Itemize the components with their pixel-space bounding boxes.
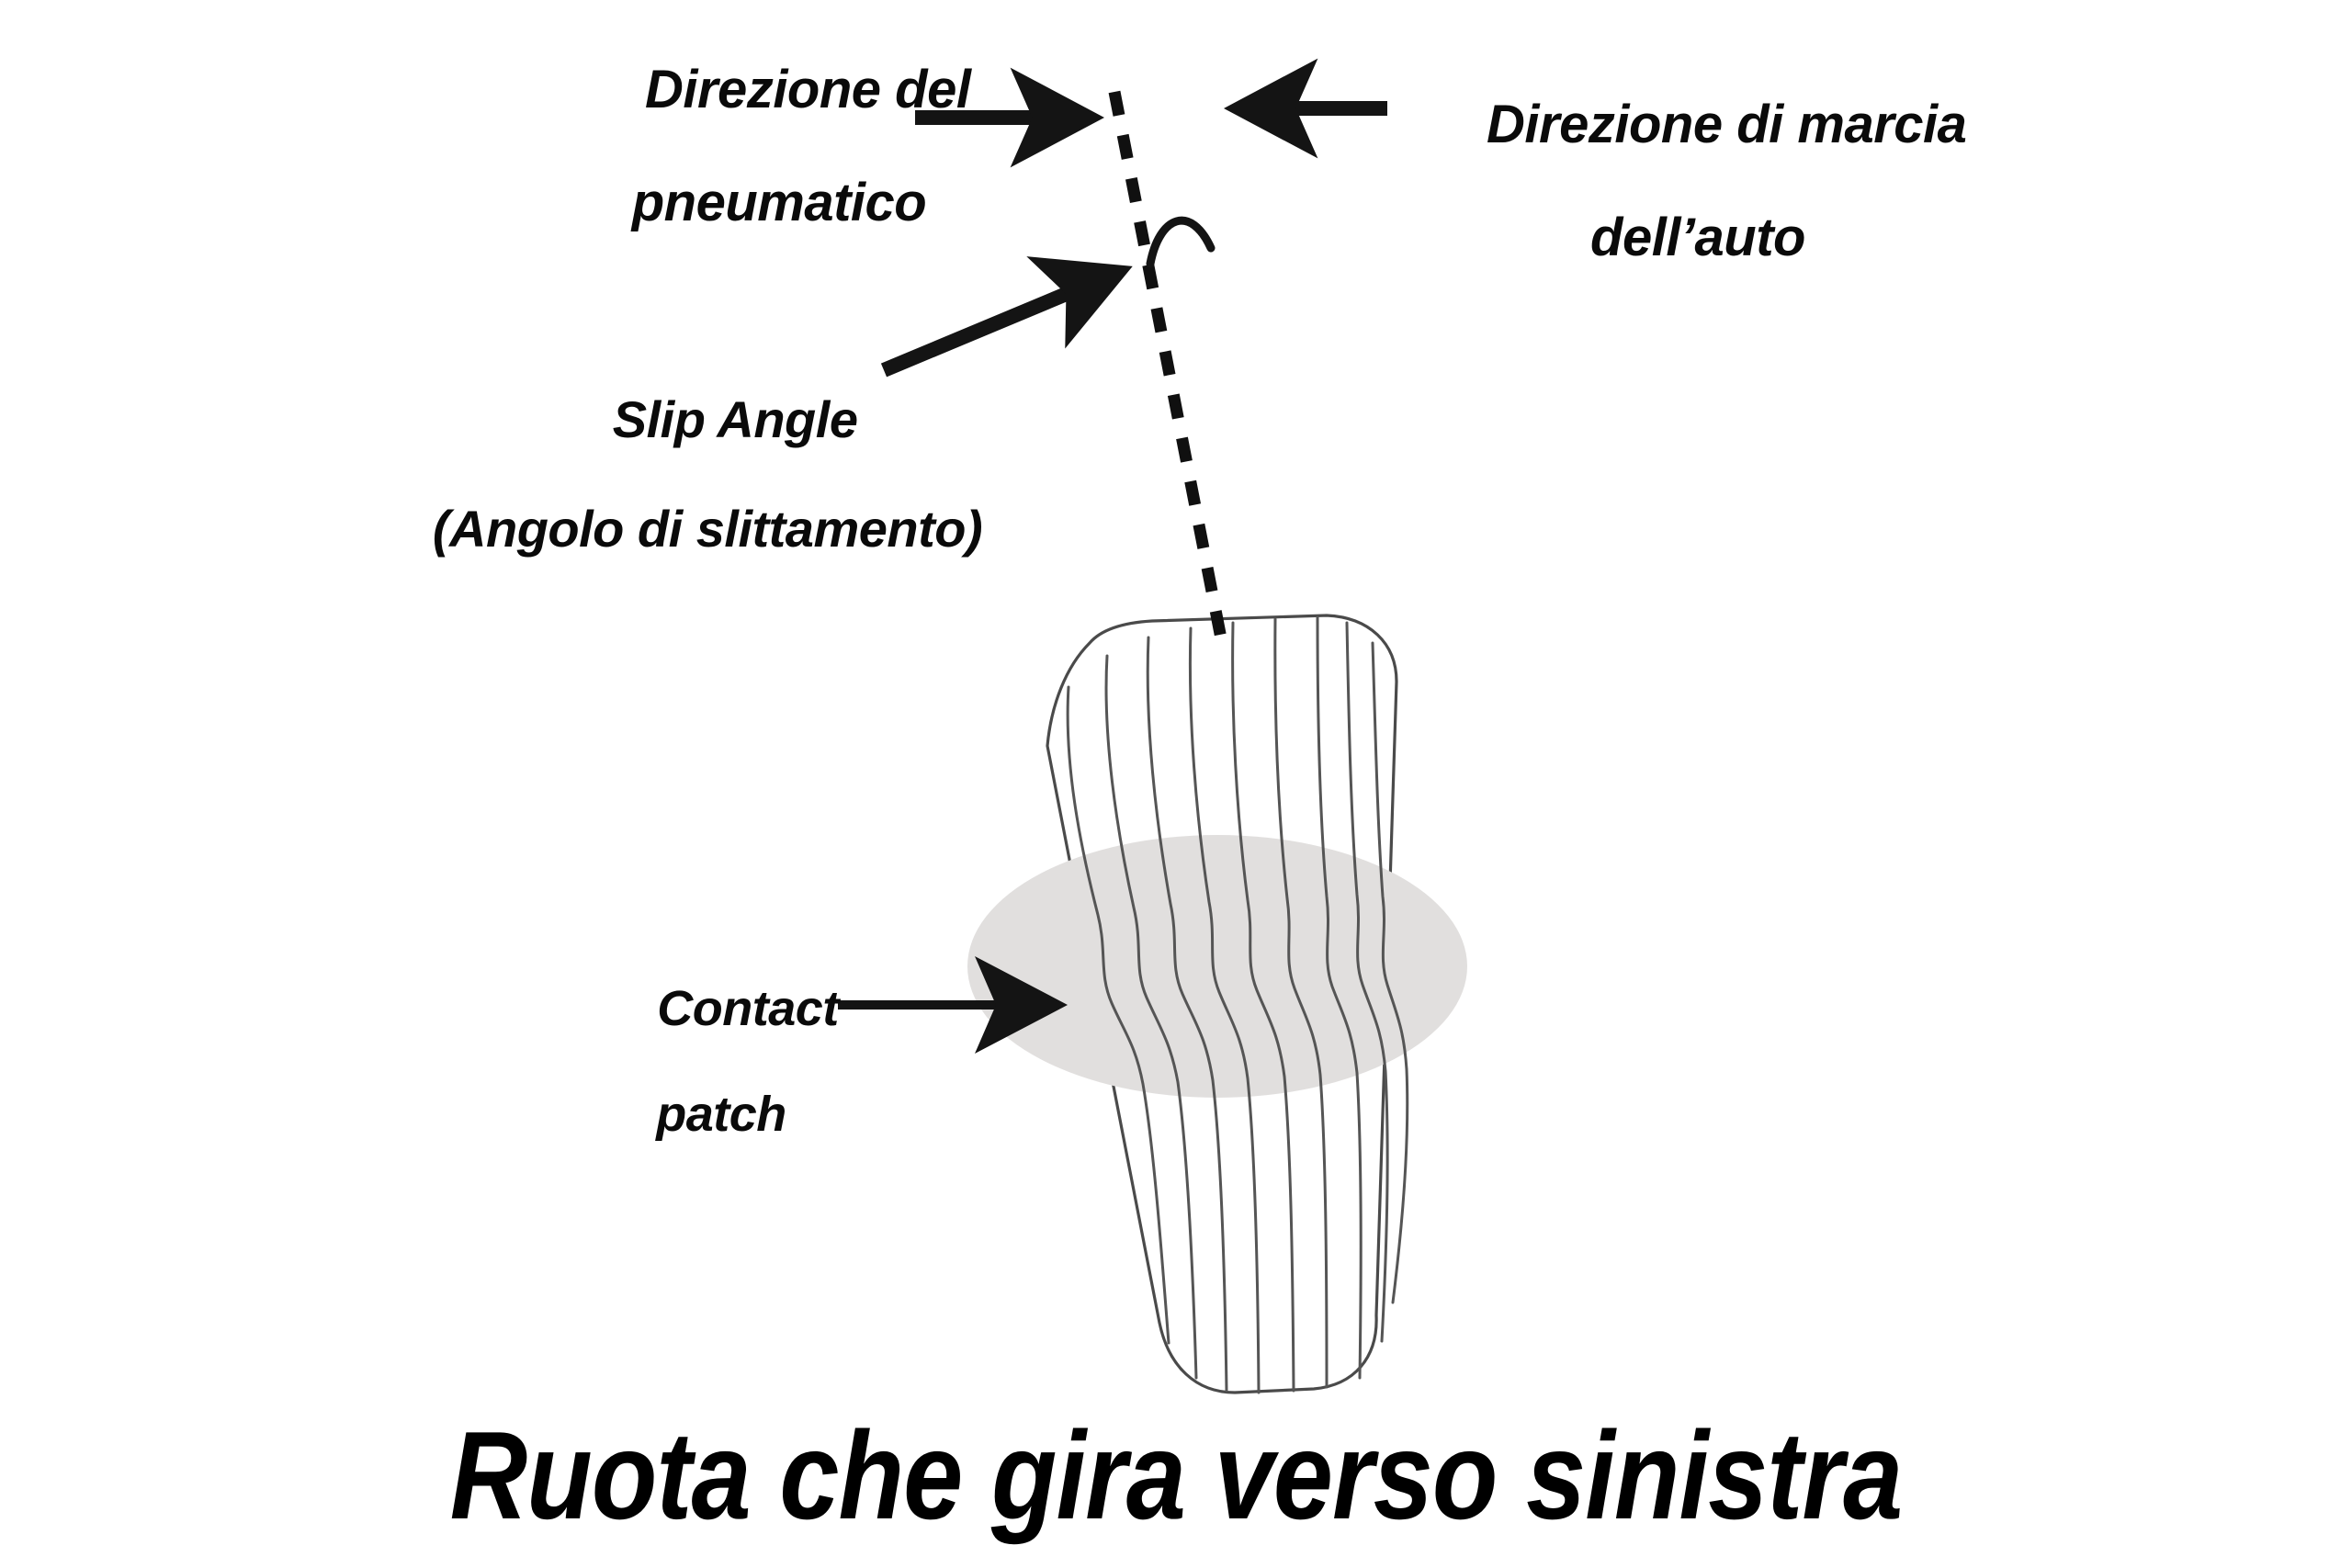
label-contact-patch: Contact patch xyxy=(588,931,854,1246)
label-tire-direction-line1: Direzione del xyxy=(644,60,971,120)
label-contact-patch-line1: Contact xyxy=(657,981,839,1037)
label-contact-patch-line2: patch xyxy=(656,1086,786,1142)
tire-group xyxy=(967,614,1467,1394)
label-slip-angle: Slip Angle (Angolo di slittamento) xyxy=(368,338,1047,665)
label-car-direction: Direzione di marcia dell’auto xyxy=(1404,40,1992,379)
label-car-direction-line2: dell’auto xyxy=(1590,208,1805,268)
tread-lines xyxy=(1066,615,1409,1394)
page-caption: Ruota che gira verso sinistra xyxy=(449,1405,1903,1545)
label-slip-angle-line1: Slip Angle xyxy=(612,390,858,449)
contact-patch-ellipse xyxy=(967,835,1467,1098)
label-tire-direction: Direzione del pneumatico xyxy=(540,6,1018,344)
label-slip-angle-line2: (Angolo di slittamento) xyxy=(432,500,983,558)
slip-angle-arrow xyxy=(880,256,1133,378)
slip-angle-arc xyxy=(1146,216,1216,268)
tire-direction-dashed-line xyxy=(1108,90,1228,645)
tire-outline xyxy=(1046,614,1398,1394)
label-car-direction-line1: Direzione di marcia xyxy=(1487,95,1967,155)
label-tire-direction-line2: pneumatico xyxy=(631,173,927,233)
